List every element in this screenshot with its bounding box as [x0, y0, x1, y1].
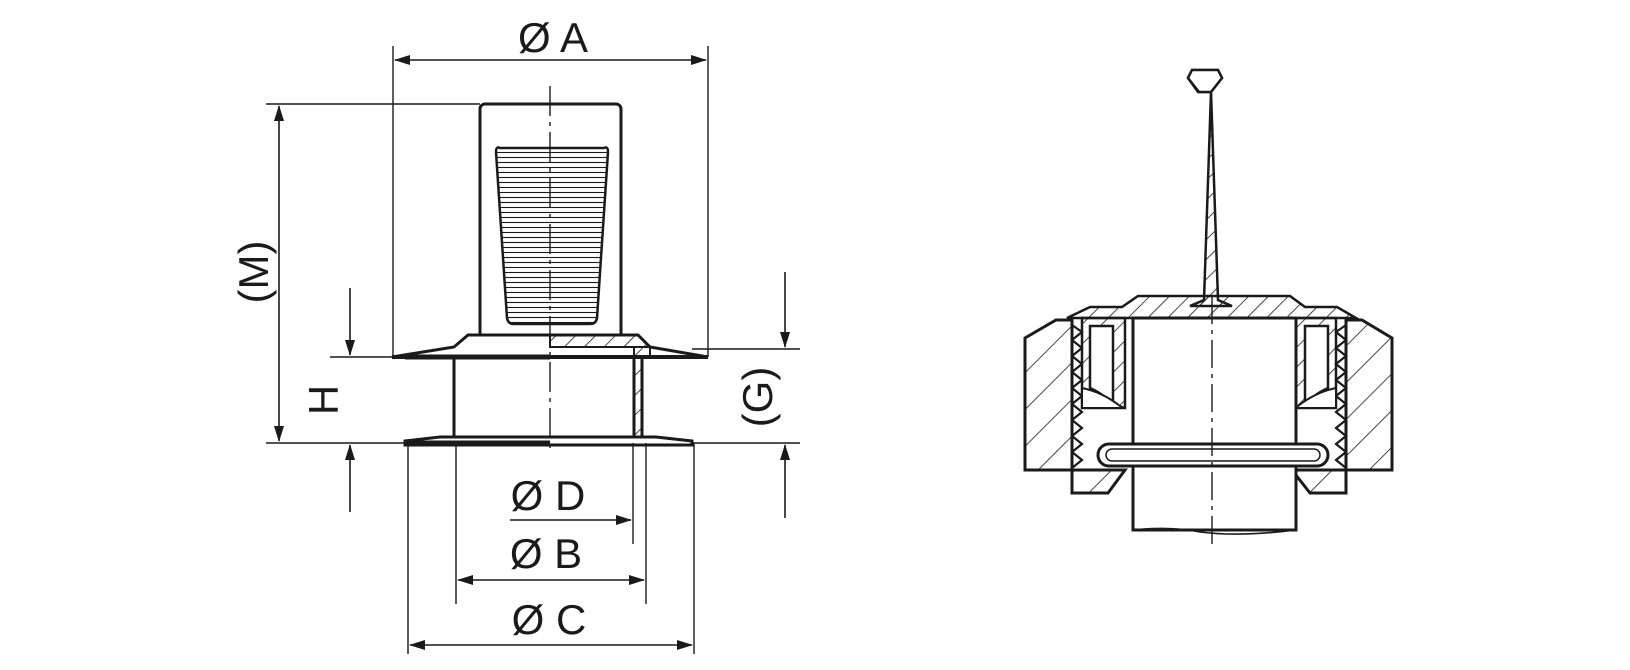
bore-break-line — [1132, 527, 1297, 535]
neck — [452, 355, 636, 445]
side-view: Ø A (M) H (G) Ø D Ø B Ø C — [230, 14, 800, 654]
indicator-tip — [1186, 68, 1224, 94]
label-dia-c: Ø C — [512, 596, 587, 643]
housing-left — [1023, 318, 1128, 495]
top-flange-section — [549, 334, 653, 348]
housing-right — [1288, 318, 1394, 495]
label-dia-a: Ø A — [518, 14, 588, 61]
indicator-stem — [1186, 68, 1233, 308]
extension-lines — [266, 46, 800, 654]
bore-tube — [1131, 316, 1298, 532]
label-dia-d: Ø D — [511, 472, 586, 519]
label-height-g: (G) — [734, 367, 781, 428]
label-height-h: H — [300, 385, 347, 415]
o-ring — [1096, 442, 1330, 468]
label-height-m: (M) — [230, 241, 277, 304]
knob-grip — [494, 146, 610, 326]
dimension-lines — [274, 55, 790, 650]
label-dia-b: Ø B — [510, 530, 582, 577]
insert-lip-left — [1081, 386, 1126, 409]
section-view — [1023, 68, 1394, 548]
